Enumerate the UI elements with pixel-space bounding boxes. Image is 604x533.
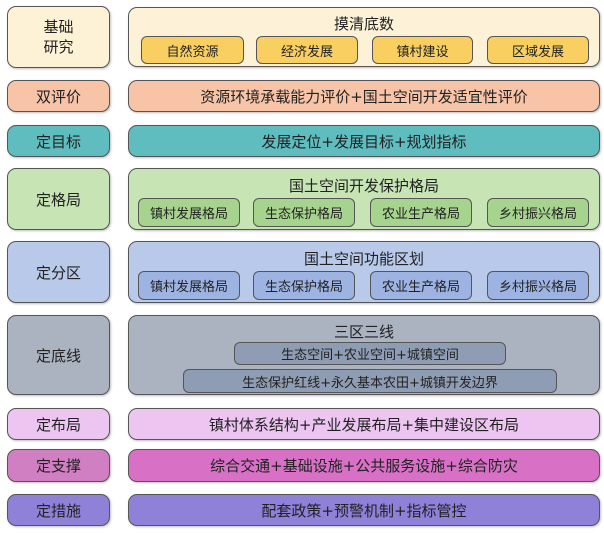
- set-zoning-panel: 国土空间功能区划 镇村发展格局 生态保护格局 农业生产格局 乡村振兴格局: [128, 241, 600, 303]
- stage-dual-evaluation: 双评价: [7, 80, 110, 112]
- item-regional-development: 区域发展: [487, 36, 589, 64]
- stage-set-layout: 定布局: [7, 408, 110, 440]
- item-three-lines: 生态保护红线+永久基本农田+城镇开发边界: [183, 369, 557, 393]
- stage-set-bottom-line: 定底线: [7, 315, 110, 395]
- set-measures-panel: 配套政策+预警机制+指标管控: [128, 494, 600, 526]
- basic-research-panel: 摸清底数 自然资源 经济发展 镇村建设 区域发展: [128, 7, 600, 67]
- set-support-panel: 综合交通+基础设施+公共服务设施+综合防灾: [128, 449, 600, 482]
- panel-title: 国土空间功能区划: [303, 250, 424, 268]
- stage-set-goals: 定目标: [7, 125, 110, 157]
- stage-set-pattern: 定格局: [7, 168, 110, 230]
- item-ecological-protection-pattern: 生态保护格局: [253, 198, 355, 227]
- stage-set-measures: 定措施: [7, 494, 110, 526]
- item-economic-development: 经济发展: [256, 36, 358, 64]
- panel-title: 摸清底数: [333, 15, 394, 33]
- stage-set-zoning: 定分区: [7, 241, 110, 303]
- item-agricultural-production-pattern: 农业生产格局: [370, 198, 472, 227]
- item-town-village-pattern: 镇村发展格局: [138, 271, 240, 300]
- panel-title: 三区三线: [333, 323, 394, 341]
- item-three-zones: 生态空间+农业空间+城镇空间: [234, 342, 506, 365]
- dual-evaluation-panel: 资源环境承载能力评价+国土空间开发适宜性评价: [128, 80, 600, 112]
- item-rural-revitalization-pattern: 乡村振兴格局: [487, 198, 589, 227]
- item-natural-resources: 自然资源: [141, 36, 244, 64]
- set-pattern-panel: 国土空间开发保护格局 镇村发展格局 生态保护格局 农业生产格局 乡村振兴格局: [128, 168, 600, 230]
- item-town-village-pattern: 镇村发展格局: [138, 198, 240, 227]
- set-goals-panel: 发展定位+发展目标+规划指标: [128, 125, 600, 157]
- item-town-village-construction: 镇村建设: [372, 36, 473, 64]
- stage-set-support: 定支撑: [7, 449, 110, 482]
- panel-title: 国土空间开发保护格局: [288, 177, 439, 195]
- set-bottom-line-panel: 三区三线 生态空间+农业空间+城镇空间 生态保护红线+永久基本农田+城镇开发边界: [128, 315, 600, 395]
- stage-basic-research: 基础 研究: [7, 6, 110, 68]
- set-layout-panel: 镇村体系结构+产业发展布局+集中建设区布局: [128, 408, 600, 440]
- item-agricultural-production-pattern: 农业生产格局: [370, 271, 472, 300]
- item-rural-revitalization-pattern: 乡村振兴格局: [487, 271, 589, 300]
- item-ecological-protection-pattern: 生态保护格局: [253, 271, 355, 300]
